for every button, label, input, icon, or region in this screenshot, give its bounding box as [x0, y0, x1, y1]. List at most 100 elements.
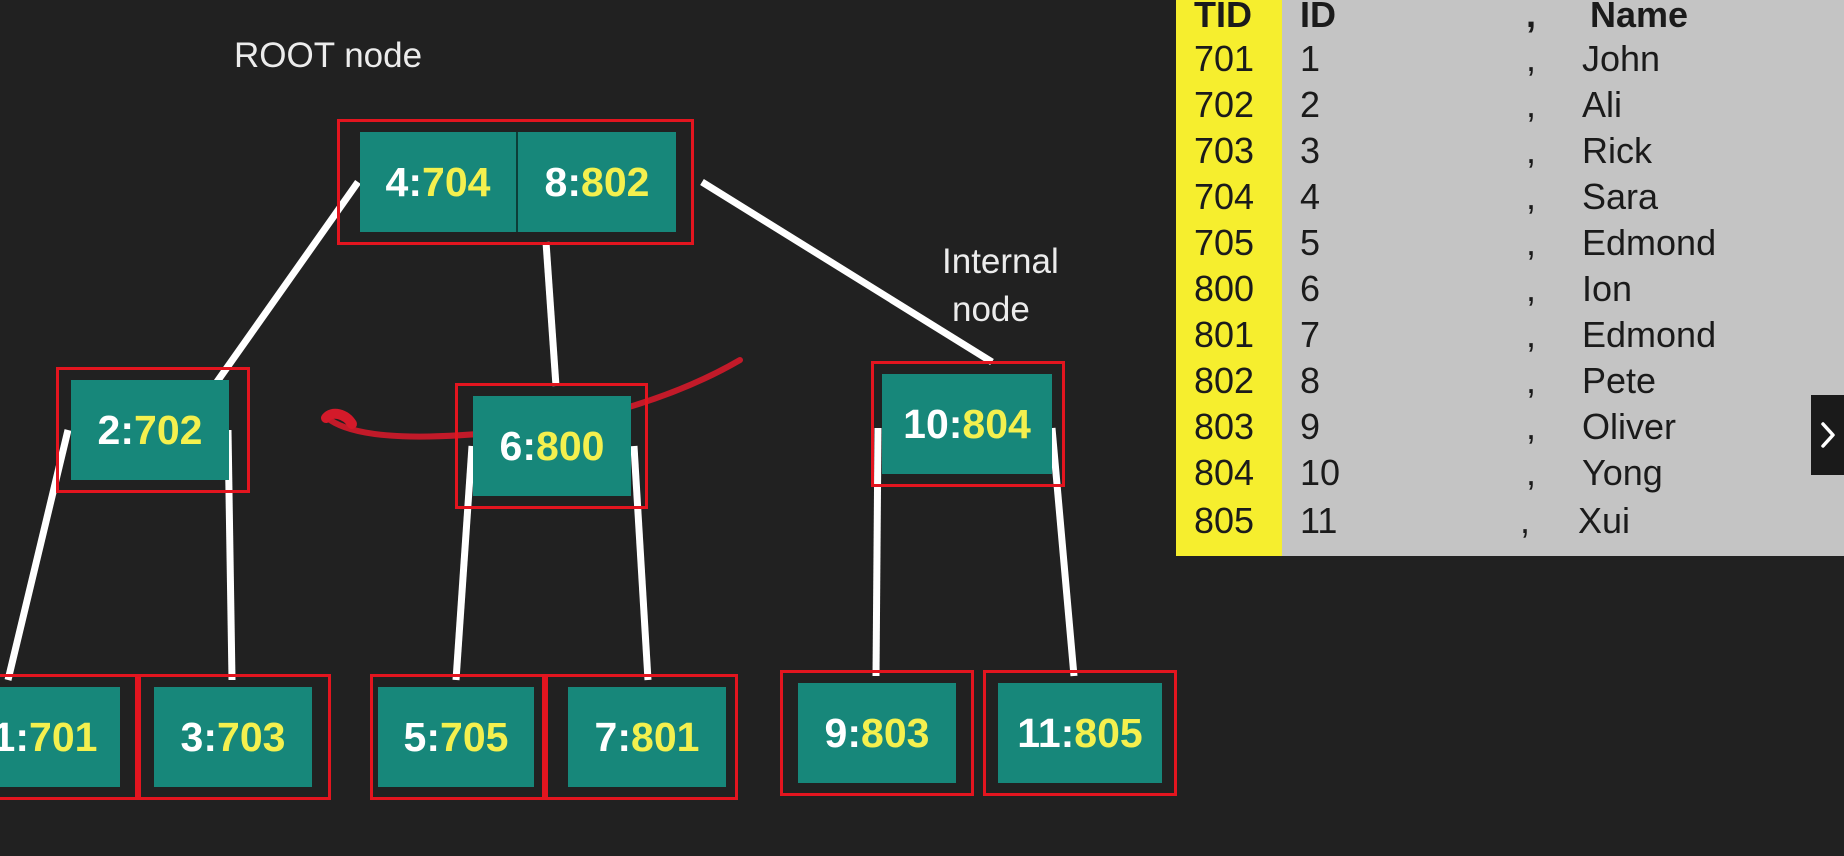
row-tid: 800: [1194, 268, 1255, 309]
leaf-3: 3:703: [154, 687, 312, 787]
leaf-11-frame: [983, 670, 1177, 796]
leaf-11: 11:805: [998, 683, 1162, 783]
tid-pointer: 804: [962, 400, 1031, 447]
row-name: Xui: [1578, 500, 1631, 541]
header-comma: ,: [1526, 0, 1537, 35]
row-id: 11: [1300, 500, 1338, 541]
row-name: John: [1582, 38, 1661, 79]
key: 2: [97, 406, 121, 453]
tid-pointer: 801: [631, 713, 700, 760]
leaf-9: 9:803: [798, 683, 956, 783]
row-name: Edmond: [1582, 314, 1717, 355]
header-tid: TID: [1194, 0, 1252, 35]
edge-10-to-9: [872, 427, 882, 677]
table-row: 804 10 , Yong: [1176, 450, 1844, 496]
edge-10-to-11: [1048, 427, 1078, 677]
row-comma: ,: [1526, 176, 1537, 217]
row-id: 8: [1300, 360, 1321, 401]
row-tid: 704: [1194, 176, 1255, 217]
tid-pointer: 703: [217, 713, 286, 760]
internal-node-6: 6:800: [473, 396, 631, 496]
table-row: 802 8 , Pete: [1176, 358, 1844, 404]
internal-node-label-line1: Internal: [942, 242, 1059, 281]
row-tid: 702: [1194, 84, 1255, 125]
row-name: Oliver: [1582, 406, 1677, 447]
edge-6-to-7: [630, 445, 652, 681]
leaf-1-frame: [0, 674, 138, 800]
tid-pointer: 702: [134, 406, 203, 453]
record-table: TID ID , Name 701 1 , John 702 2 , Ali 7…: [1176, 0, 1844, 556]
row-comma: ,: [1526, 84, 1537, 125]
edge-root-to-6: [542, 241, 560, 387]
table-body-background: [1282, 0, 1844, 556]
table-row: 702 2 , Ali: [1176, 82, 1844, 128]
row-id: 9: [1300, 406, 1321, 447]
leaf-5: 5:705: [378, 687, 534, 787]
key: 1: [0, 713, 16, 760]
leaf-5-frame: [370, 674, 545, 800]
internal-node-10: 10:804: [882, 374, 1052, 474]
row-comma: ,: [1520, 500, 1531, 541]
row-id: 7: [1300, 314, 1321, 355]
row-id: 2: [1300, 84, 1321, 125]
row-id: 4: [1300, 176, 1321, 217]
key: 10: [903, 400, 949, 447]
row-tid: 801: [1194, 314, 1255, 355]
key: 7: [594, 713, 618, 760]
chevron-right-icon: [1820, 422, 1835, 448]
root-entry-2: 8:802: [518, 132, 676, 232]
table-row: 805 11 , Xui: [1176, 498, 1844, 544]
table-row: 801 7 , Edmond: [1176, 312, 1844, 358]
internal-node-label-line2: node: [952, 290, 1030, 329]
key: 6: [499, 422, 523, 469]
tid-pointer: 805: [1074, 709, 1143, 756]
row-name: Yong: [1582, 452, 1663, 493]
row-tid: 701: [1194, 38, 1255, 79]
root-node-label: ROOT node: [234, 36, 423, 75]
row-id: 3: [1300, 130, 1321, 171]
row-comma: ,: [1526, 222, 1537, 263]
row-name: Rick: [1582, 130, 1652, 171]
row-id: 6: [1300, 268, 1321, 309]
table-row: 803 9 , Oliver: [1176, 404, 1844, 450]
leaf-3-frame: [138, 674, 331, 800]
edge-root-to-10: [700, 179, 994, 365]
leaf-1: 1:701: [0, 687, 120, 787]
root-node-frame: [337, 119, 694, 245]
table-row: 705 5 , Edmond: [1176, 220, 1844, 266]
internal-node-10-frame: [871, 361, 1065, 487]
row-comma: ,: [1526, 268, 1537, 309]
row-tid: 705: [1194, 222, 1255, 263]
row-tid: 802: [1194, 360, 1255, 401]
key: 4: [385, 158, 409, 205]
table-row: 704 4 , Sara: [1176, 174, 1844, 220]
next-button[interactable]: [1811, 395, 1844, 475]
internal-node-6-frame: [455, 383, 648, 509]
row-name: Ion: [1582, 268, 1633, 309]
table-row: 703 3 , Rick: [1176, 128, 1844, 174]
table-header: TID ID , Name: [1176, 0, 1844, 38]
table-row: 701 1 , John: [1176, 36, 1844, 82]
root-divider: [516, 132, 518, 232]
root-entry-1: 4:704: [360, 132, 516, 232]
tid-pointer: 705: [440, 713, 509, 760]
row-tid: 804: [1194, 452, 1255, 493]
key: 3: [180, 713, 204, 760]
row-tid: 703: [1194, 130, 1255, 171]
header-name: Name: [1590, 0, 1689, 35]
row-tid: 803: [1194, 406, 1255, 447]
internal-node-2: 2:702: [71, 380, 229, 480]
tid-pointer: 803: [861, 709, 930, 756]
row-comma: ,: [1526, 452, 1537, 493]
tid-pointer: 802: [581, 158, 650, 205]
leaf-7-frame: [545, 674, 738, 800]
row-tid: 805: [1194, 500, 1255, 541]
row-comma: ,: [1526, 38, 1537, 79]
edge-6-to-5: [452, 445, 476, 681]
header-id: ID: [1300, 0, 1336, 35]
row-name: Pete: [1582, 360, 1657, 401]
row-id: 5: [1300, 222, 1321, 263]
row-comma: ,: [1526, 406, 1537, 447]
key: 9: [824, 709, 848, 756]
